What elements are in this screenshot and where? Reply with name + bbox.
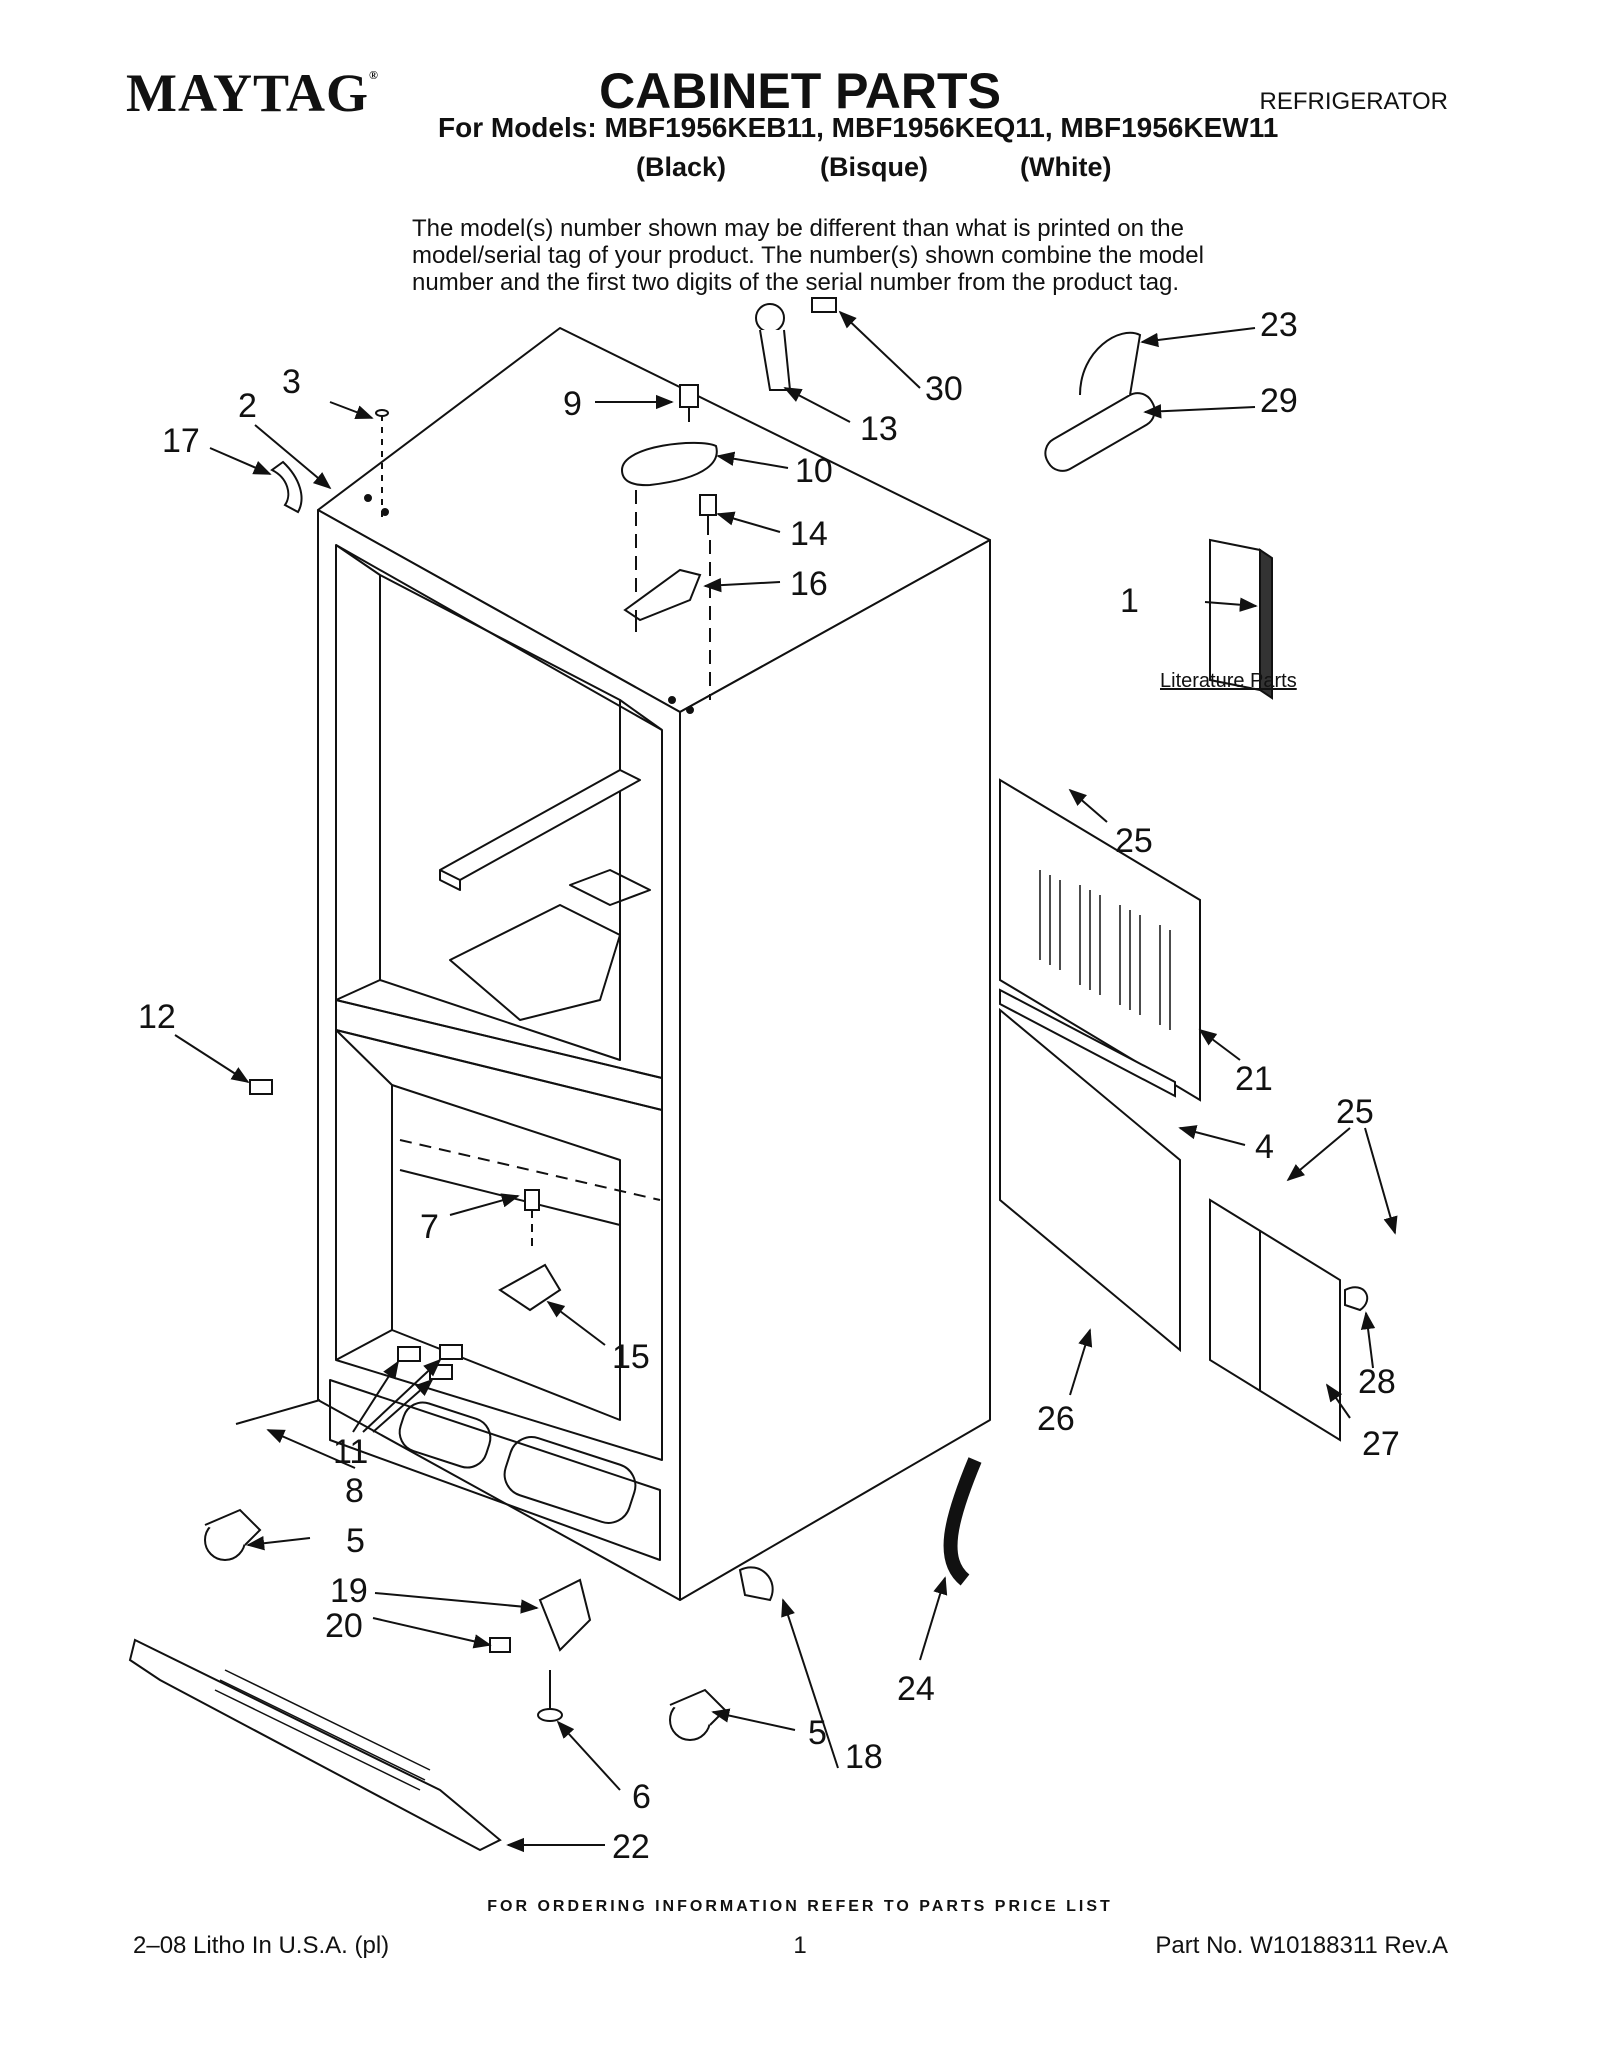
callout-21: 21 (1235, 1060, 1273, 1098)
callout-24: 24 (897, 1670, 935, 1708)
callout-9: 9 (563, 385, 582, 423)
cabinet-drawing (317, 327, 991, 1601)
callout-29: 29 (1260, 382, 1298, 420)
page-number: 1 (793, 1932, 807, 1959)
callout-10: 10 (795, 452, 833, 490)
page-title: CABINET PARTS (599, 63, 1001, 119)
callout-2: 2 (238, 387, 257, 425)
callout-16: 16 (790, 565, 828, 603)
callout-28: 28 (1358, 1363, 1396, 1401)
callout-13: 13 (860, 410, 898, 448)
callout-25b: 25 (1336, 1093, 1374, 1131)
color-bisque: (Bisque) (820, 152, 928, 182)
litho-info: 2–08 Litho In U.S.A. (pl) (133, 1932, 390, 1959)
callout-12: 12 (138, 998, 176, 1036)
callout-25: 25 (1115, 822, 1153, 860)
callout-18: 18 (845, 1738, 883, 1776)
note-line: model/serial tag of your product. The nu… (412, 242, 1204, 269)
color-white: (White) (1020, 152, 1112, 182)
literature-parts-label: Literature Parts (1160, 670, 1297, 692)
color-black: (Black) (636, 152, 727, 182)
callout-3: 3 (282, 363, 301, 401)
note-line: The model(s) number shown may be differe… (412, 215, 1184, 242)
callout-15: 15 (612, 1338, 650, 1376)
model-number-note: The model(s) number shown may be differe… (412, 215, 1272, 296)
part-number: Part No. W10188311 Rev.A (1155, 1932, 1448, 1959)
callout-6: 6 (632, 1778, 651, 1816)
brand-name: MAYTAG (126, 63, 370, 123)
callout-5: 5 (346, 1522, 365, 1560)
callout-27: 27 (1362, 1425, 1400, 1463)
callout-5b: 5 (808, 1714, 827, 1752)
callout-8: 8 (345, 1472, 364, 1510)
callout-19: 19 (330, 1572, 368, 1610)
callouts: 1 2 3 4 5 5 6 7 8 9 10 11 12 13 14 15 16… (138, 306, 1400, 1866)
callout-20: 20 (325, 1607, 363, 1645)
registered-mark: ® (369, 68, 379, 82)
callout-11: 11 (333, 1433, 368, 1471)
callout-7: 7 (420, 1208, 439, 1246)
callout-17: 17 (162, 422, 200, 460)
brand-logo: MAYTAG® (126, 62, 379, 124)
callout-23: 23 (1260, 306, 1298, 344)
callout-4: 4 (1255, 1128, 1274, 1166)
callout-26: 26 (1037, 1400, 1075, 1438)
models-line: For Models: MBF1956KEB11, MBF1956KEQ11, … (438, 112, 1279, 143)
parts-drawings (128, 297, 1369, 1852)
callout-30: 30 (925, 370, 963, 408)
callout-1: 1 (1120, 582, 1139, 620)
note-line: number and the first two digits of the s… (412, 269, 1180, 296)
product-category: REFRIGERATOR (1259, 88, 1448, 115)
callout-14: 14 (790, 515, 828, 553)
callout-leaders (174, 310, 1398, 1853)
ordering-info: FOR ORDERING INFORMATION REFER TO PARTS … (487, 1898, 1113, 1915)
callout-22: 22 (612, 1828, 650, 1866)
